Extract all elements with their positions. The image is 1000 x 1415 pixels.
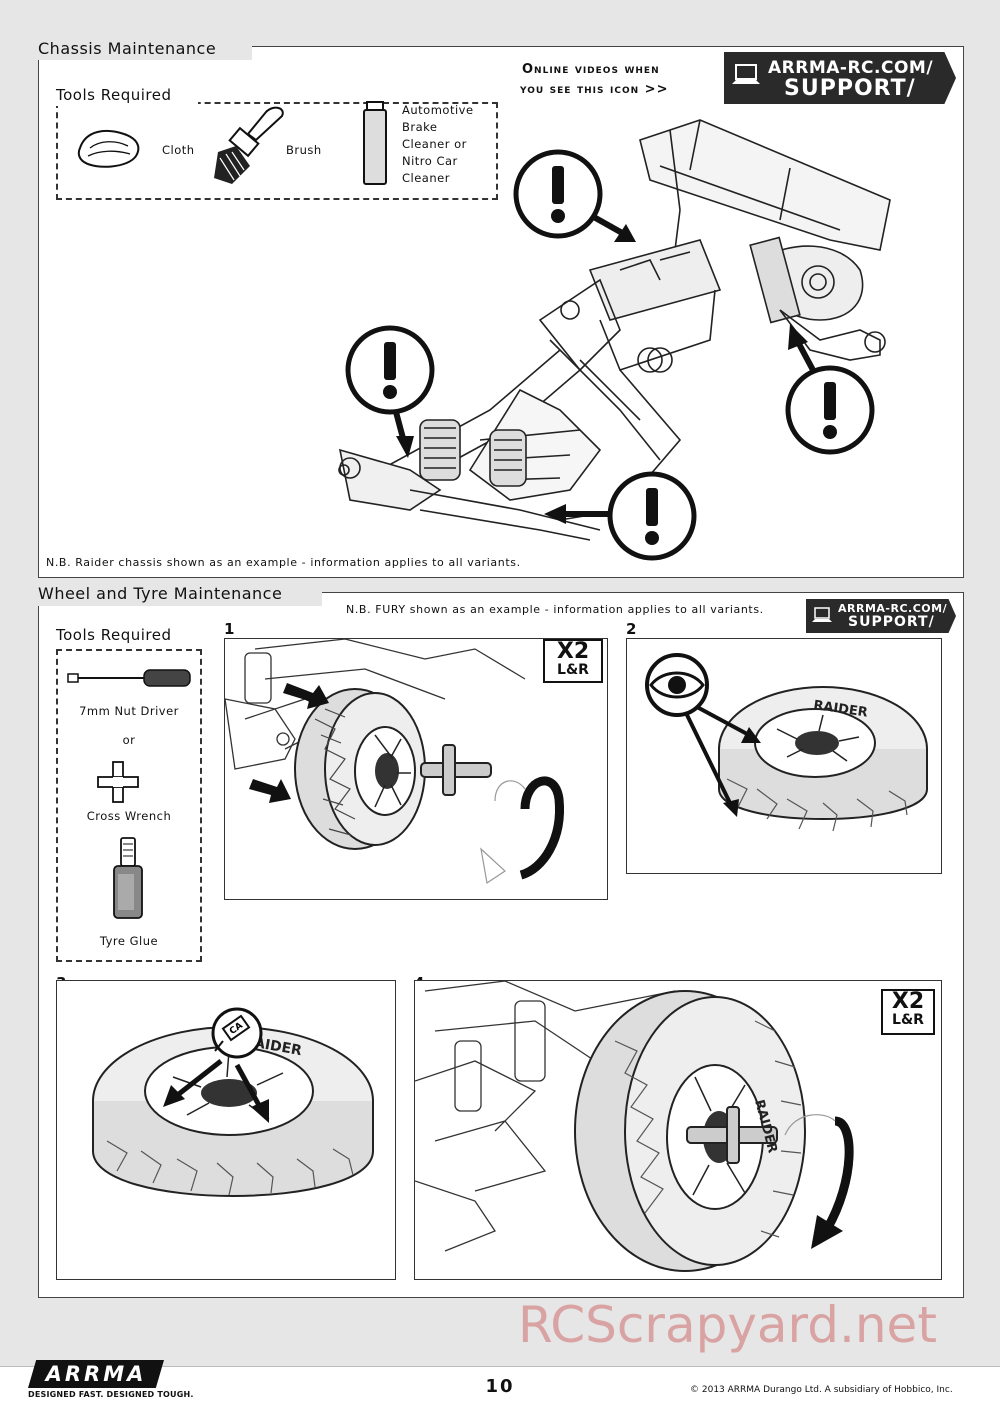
watermark: RCScrapyard.net (518, 1296, 937, 1354)
chassis-title: Chassis Maintenance (38, 39, 217, 58)
lr-label: L&R (892, 1012, 924, 1028)
x2-lr-badge-step4: X2 L&R (881, 989, 935, 1035)
x2-lr-badge-step1: X2 L&R (543, 639, 603, 683)
tyre-glue-icon (113, 837, 143, 919)
laptop-icon (732, 64, 760, 84)
step-4-illustration: RAIDER (415, 981, 854, 1272)
step-1-illustration (225, 639, 564, 885)
support-badge-small[interactable]: ARRMA-RC.COM/ SUPPORT/ (806, 599, 956, 633)
support-badge-url: ARRMA-RC.COM/ (768, 58, 934, 78)
tool-brush-label: Brush (286, 143, 322, 157)
chassis-title-tab (30, 34, 252, 60)
warning-rear-shock-icon (785, 324, 875, 455)
cross-wrench-icon (97, 761, 139, 803)
page-number: 10 (485, 1376, 515, 1397)
tool-nut-driver-label: 7mm Nut Driver (79, 704, 179, 718)
step-3-panel: RAIDER CA (56, 980, 396, 1280)
lr-label: L&R (557, 662, 589, 678)
step-1-number: 1 (224, 620, 235, 638)
step-2-illustration: RAIDER (645, 653, 928, 832)
cleaner-line-5: Cleaner (402, 171, 450, 185)
support-badge-support: SUPPORT/ (784, 76, 916, 101)
step-1-panel: X2 L&R (224, 638, 608, 900)
warning-rear-icon (513, 149, 636, 242)
chassis-tools-title-bg (52, 84, 198, 106)
online-videos-line1: Online videos when (522, 62, 660, 77)
cleaner-line-1: Automotive (402, 103, 474, 117)
brush-icon (214, 106, 284, 184)
copyright: © 2013 ARRMA Durango Ltd. A subsidiary o… (690, 1385, 953, 1395)
footer-bar (0, 1366, 1000, 1415)
nut-driver-icon (67, 669, 191, 687)
step-2-panel: RAIDER (626, 638, 942, 874)
warning-chassis-icon (544, 471, 697, 561)
laptop-icon (812, 607, 832, 622)
cloth-icon (77, 130, 140, 168)
tool-cross-wrench-label: Cross Wrench (86, 809, 172, 823)
step-3-illustration: RAIDER CA (92, 1007, 374, 1197)
wheel-note: N.B. FURY shown as an example - informat… (346, 603, 764, 616)
chassis-tools-title: Tools Required (56, 86, 172, 104)
x2-label: X2 (556, 639, 590, 664)
support-badge-small-url: ARRMA-RC.COM/ (838, 602, 948, 615)
support-badge-small-support: SUPPORT/ (848, 614, 935, 630)
tool-or-label: or (122, 733, 136, 747)
wheel-tools-title: Tools Required (56, 626, 172, 644)
cleaner-line-3: Cleaner or (402, 137, 467, 151)
chassis-note: N.B. Raider chassis shown as an example … (46, 556, 521, 569)
cleaner-can-icon (363, 101, 387, 185)
wheel-title-tab (30, 580, 322, 606)
step-4-panel: RAIDER X2 L&R (414, 980, 942, 1280)
arrma-logo (28, 1360, 164, 1388)
tool-cloth-label: Cloth (162, 143, 195, 157)
arrma-tagline: DESIGNED FAST. DESIGNED TOUGH. (28, 1390, 194, 1399)
wheel-title: Wheel and Tyre Maintenance (38, 584, 283, 603)
wheel-tools-box (56, 649, 202, 962)
x2-label: X2 (891, 989, 925, 1014)
warning-front-icon (345, 325, 435, 458)
support-badge[interactable]: ARRMA-RC.COM/ SUPPORT/ (724, 52, 956, 104)
cleaner-line-2: Brake (402, 120, 438, 134)
chassis-tools-box (56, 102, 498, 200)
arrma-logo-text: ARRMA (45, 1362, 147, 1386)
cleaner-line-4: Nitro Car (402, 154, 458, 168)
cleaner-label: Automotive Brake Cleaner or Nitro Car Cl… (402, 102, 474, 187)
wheel-tools-title-bg (52, 624, 204, 646)
buggy-chassis-illustration (338, 119, 891, 541)
online-videos-line2: you see this icon >> (520, 82, 669, 97)
tool-tyre-glue-label: Tyre Glue (99, 934, 159, 948)
step-2-number: 2 (626, 620, 637, 638)
